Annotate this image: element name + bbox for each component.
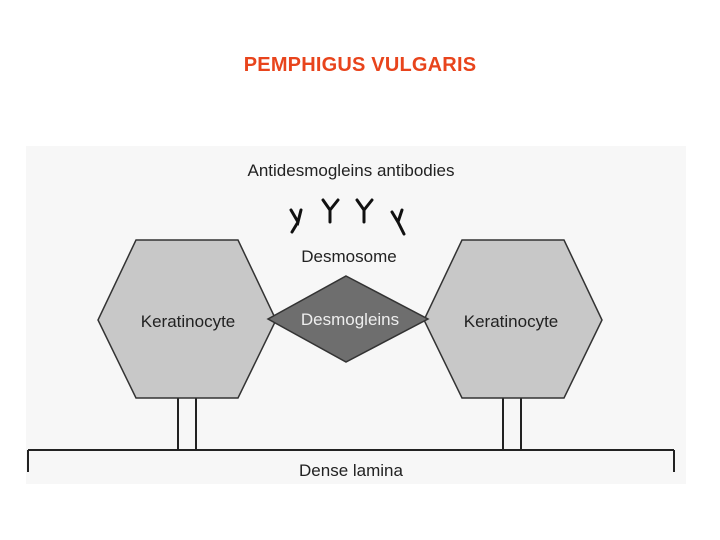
keratinocyte-left-label: Keratinocyte (141, 312, 236, 331)
antibody-icon (357, 200, 372, 222)
antibody-icon (291, 210, 301, 232)
antibodies-label: Antidesmogleins antibodies (248, 161, 455, 180)
desmogleins-label: Desmogleins (301, 310, 399, 329)
desmosome-label: Desmosome (301, 247, 396, 266)
anchor-stalk-left (178, 398, 196, 450)
antibody-icon (392, 210, 404, 234)
keratinocyte-right-label: Keratinocyte (464, 312, 559, 331)
dense-lamina-label: Dense lamina (299, 461, 403, 480)
anchor-stalk-right (503, 398, 521, 450)
antibody-icon (323, 200, 338, 222)
